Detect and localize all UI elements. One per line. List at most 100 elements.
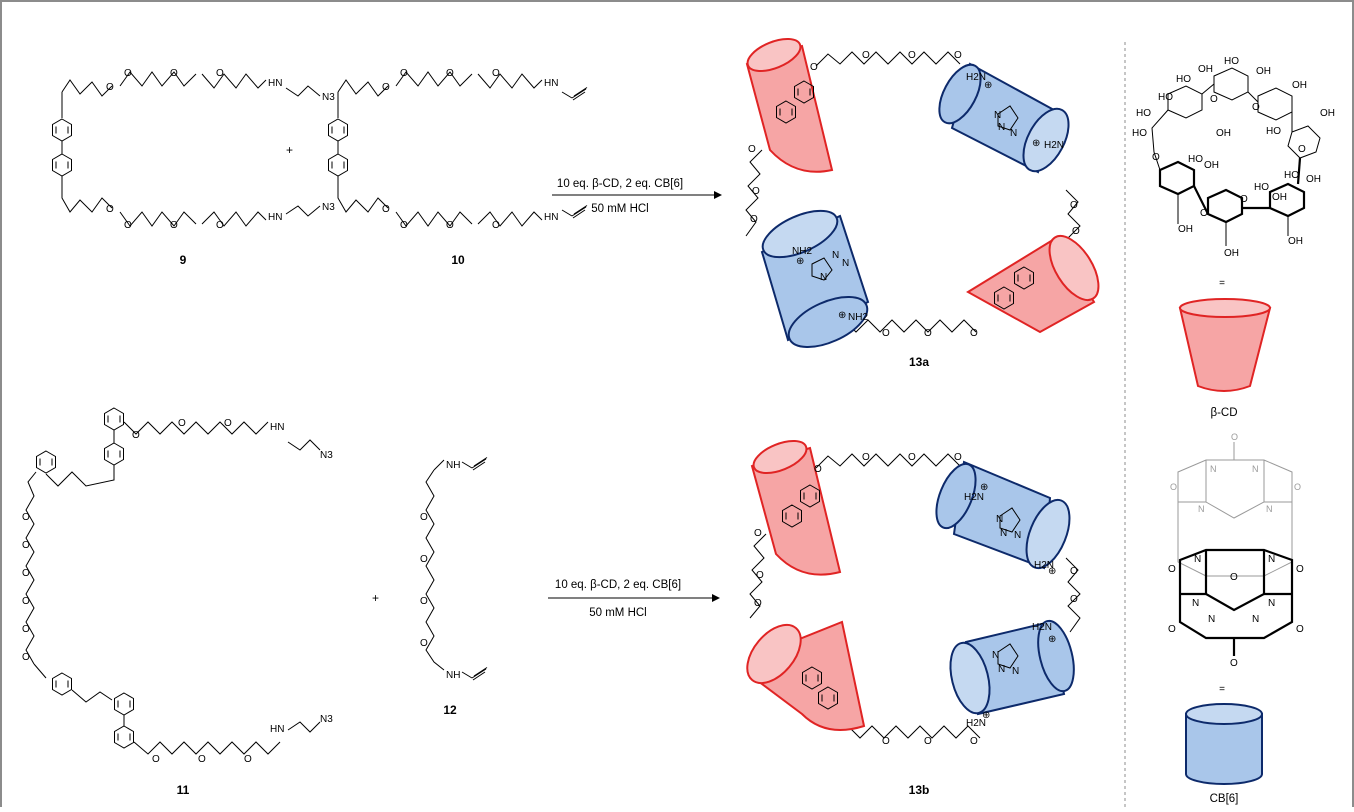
svg-text:N: N [992,650,999,661]
svg-text:N: N [1208,614,1215,625]
reaction-arrow-bottom: 10 eq. β-CD, 2 eq. CB[6] 50 mM HCl [548,579,720,619]
svg-text:O: O [1252,102,1260,113]
svg-text:N: N [1268,554,1275,565]
svg-text:NH: NH [446,670,460,681]
svg-text:OH: OH [1178,224,1193,235]
svg-text:O: O [1240,194,1248,205]
svg-text:O: O [754,598,762,609]
svg-text:OH: OH [1306,174,1321,185]
svg-text:O: O [420,554,428,565]
svg-text:N: N [998,664,1005,675]
svg-text:O: O [1072,226,1080,237]
svg-text:HN: HN [544,212,558,223]
compound-9: O O O O HN N3 O O O O HN N3 9 [52,68,335,267]
product-13b: O O O O H2N ⊕ N N N H2N ⊕ O O O O O H2N … [746,440,1081,797]
svg-text:HN: HN [270,724,284,735]
legend-label-beta-cd: β-CD [1210,407,1237,419]
svg-text:⊕: ⊕ [984,80,992,91]
svg-text:O: O [400,68,408,79]
svg-text:H2N: H2N [966,718,986,729]
svg-text:O: O [420,512,428,523]
svg-text:O: O [750,214,758,225]
product-13a: O O O O H2N ⊕ N N N ⊕ H2N O O O NH2 ⊕ N … [745,38,1100,369]
cb6-cylinder-13b-bottomright [949,619,1075,716]
svg-text:O: O [216,220,224,231]
svg-text:O: O [22,540,30,551]
svg-text:⊕: ⊕ [1048,634,1056,645]
svg-text:N: N [994,110,1001,121]
svg-text:H2N: H2N [966,72,986,83]
svg-text:O: O [970,736,978,747]
atom-labels-9: O O O O HN N3 O O O O HN N3 [106,68,335,231]
svg-text:N: N [1014,530,1021,541]
beta-cd-cone-13a-bottomright [966,235,1100,334]
compound-label-10: 10 [451,253,465,267]
svg-text:O: O [420,596,428,607]
beta-cd-cone-13b-topleft [750,440,842,576]
compound-11: O O O HN N3 O O O O O O O O O HN N3 11 [22,407,333,797]
svg-text:O: O [1231,432,1238,442]
beta-cd-cone-13b-bottomleft [746,620,866,731]
cb6-cylinder-legend [1185,703,1263,785]
atom-labels-12: NH O O O O NH [420,460,460,681]
svg-text:NH: NH [446,460,460,471]
svg-text:NH2: NH2 [792,246,812,257]
svg-text:N: N [998,122,1005,133]
svg-text:⊕: ⊕ [982,710,990,721]
svg-text:H2N: H2N [1034,560,1054,571]
svg-text:O: O [1070,594,1078,605]
svg-text:O: O [22,624,30,635]
conditions-bottom-line1: 10 eq. β-CD, 2 eq. CB[6] [555,579,681,591]
svg-text:N: N [1252,464,1259,474]
svg-text:O: O [810,62,818,73]
svg-text:O: O [752,186,760,197]
beta-cd-structure: HO HO OH HO OH OH OH O O HO HO HO OH O O… [1132,56,1335,259]
compound-12: NH O O O O NH 12 [420,457,488,717]
svg-text:O: O [862,452,870,463]
conditions-top-line2: 50 mM HCl [591,203,649,215]
svg-text:H2N: H2N [1044,140,1064,151]
beta-cd-atom-labels: HO HO OH HO OH OH OH O O HO HO HO OH O O… [1132,56,1335,259]
compound-label-13b: 13b [909,783,930,797]
svg-text:HN: HN [544,78,558,89]
svg-text:O: O [382,204,390,215]
svg-text:N: N [996,514,1003,525]
svg-text:O: O [1296,564,1304,575]
svg-text:O: O [446,68,454,79]
svg-text:HO: HO [1188,154,1203,165]
beta-cd-cone-legend [1178,298,1272,392]
svg-text:N: N [1266,504,1273,514]
svg-text:O: O [1296,624,1304,635]
svg-text:OH: OH [1204,160,1219,171]
svg-text:HO: HO [1284,170,1299,181]
svg-text:OH: OH [1320,108,1335,119]
svg-text:O: O [1168,624,1176,635]
svg-text:O: O [216,68,224,79]
svg-text:N3: N3 [320,450,333,461]
svg-text:N: N [842,258,849,269]
svg-text:O: O [22,512,30,523]
svg-text:N: N [1198,504,1205,514]
svg-text:O: O [756,570,764,581]
svg-text:O: O [420,638,428,649]
plus-sign-bottom: + [372,591,379,605]
svg-text:O: O [1070,200,1078,211]
svg-text:O: O [22,596,30,607]
svg-text:HO: HO [1132,128,1147,139]
compound-10: O O O O HN O O O O HN 10 [328,68,588,267]
svg-text:O: O [882,328,890,339]
svg-text:O: O [924,736,932,747]
compound-label-12: 12 [443,703,457,717]
atom-labels-13b: O O O O H2N ⊕ N N N H2N ⊕ O O O O O H2N … [754,452,1078,747]
svg-text:O: O [908,452,916,463]
atom-labels-13a: O O O O H2N ⊕ N N N ⊕ H2N O O O NH2 ⊕ N … [748,50,1080,339]
equals-sign-cd: = [1219,278,1225,289]
cb6-cylinder-13b-topright [935,460,1071,570]
svg-text:⊕: ⊕ [1048,566,1056,577]
svg-text:N3: N3 [320,714,333,725]
svg-text:OH: OH [1216,128,1231,139]
svg-text:⊕: ⊕ [838,310,846,321]
svg-text:O: O [124,68,132,79]
cb6-atom-labels: O N N O O N N N N O O O N N N N O O O [1168,432,1304,669]
svg-text:N: N [1000,528,1007,539]
